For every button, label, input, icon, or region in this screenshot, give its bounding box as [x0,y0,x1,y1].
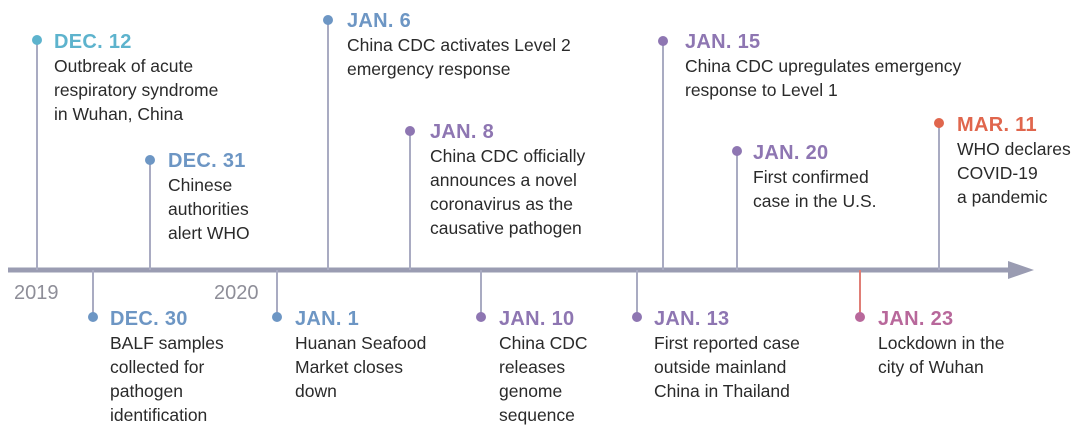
year-label-2019: 2019 [14,282,59,304]
event-dec-30: DEC. 30 BALF samples collected for patho… [110,307,224,427]
event-jan-1: JAN. 1 Huanan Seafood Market closes down [295,307,426,403]
event-date: MAR. 11 [957,114,1037,136]
event-dec-31: DEC. 31 Chinese authorities alert WHO [168,149,250,245]
event-text: Market closes [295,357,403,377]
event-text: COVID-19 [957,163,1038,183]
event-jan-6: JAN. 6 China CDC activates Level 2 emerg… [347,9,571,81]
event-dot [323,15,333,25]
event-dot [476,312,486,322]
event-jan-10: JAN. 10 China CDC releases genome sequen… [499,307,588,427]
event-text: respiratory syndrome [54,80,219,100]
event-text: causative pathogen [430,218,582,238]
event-dec-12: DEC. 12 Outbreak of acute respiratory sy… [54,30,218,126]
event-date: DEC. 31 [168,150,246,172]
event-dot [934,118,944,128]
event-date: DEC. 30 [110,308,188,330]
year-label-2020: 2020 [214,282,259,304]
event-text: a pandemic [957,187,1048,207]
event-text: BALF samples [110,333,224,353]
event-text: response to Level 1 [685,80,838,100]
event-text: emergency response [347,59,511,79]
event-date: JAN. 20 [753,142,829,164]
event-text: China CDC activates Level 2 [347,35,571,55]
event-text: city of Wuhan [878,357,984,377]
event-dot [732,146,742,156]
event-text: pathogen [110,381,183,401]
event-text: Chinese [168,175,233,195]
event-date: JAN. 13 [654,308,730,330]
event-mar-11: MAR. 11 WHO declares COVID-19 a pandemic [957,113,1071,209]
event-jan-13: JAN. 13 First reported case outside main… [654,307,800,403]
event-text: genome [499,381,563,401]
event-text: identification [110,405,208,425]
event-text: collected for [110,357,205,377]
event-text: coronavirus as the [430,194,573,214]
event-dot [658,36,668,46]
event-dot [88,312,98,322]
event-dot [145,155,155,165]
event-text: sequence [499,405,575,425]
event-date: JAN. 1 [295,308,360,330]
event-dot [632,312,642,322]
event-text: China in Thailand [654,381,790,401]
event-text: releases [499,357,566,377]
event-date: JAN. 8 [430,121,495,143]
event-date: JAN. 15 [685,31,761,53]
event-text: Lockdown in the [878,333,1005,353]
timeline-arrowhead [1008,261,1034,279]
event-text: China CDC upregulates emergency [685,56,962,76]
event-text: WHO declares [957,139,1071,159]
event-dot [405,126,415,136]
event-jan-23: JAN. 23 Lockdown in the city of Wuhan [878,307,1004,379]
event-date: DEC. 12 [54,31,132,53]
event-text: case in the U.S. [753,191,877,211]
event-jan-20: JAN. 20 First confirmed case in the U.S. [753,141,877,213]
event-text: alert WHO [168,223,250,243]
event-dot [272,312,282,322]
event-text: announces a novel [430,170,577,190]
event-jan-15: JAN. 15 China CDC upregulates emergency … [685,30,961,102]
event-text: First reported case [654,333,800,353]
event-dot [32,35,42,45]
event-text: outside mainland [654,357,787,377]
event-date: JAN. 23 [878,308,954,330]
event-jan-8: JAN. 8 China CDC officially announces a … [430,120,585,240]
event-text: First confirmed [753,167,869,187]
event-stems [32,15,944,322]
event-text: authorities [168,199,249,219]
event-text: Outbreak of acute [54,56,194,76]
event-text: Huanan Seafood [295,333,427,353]
event-dot [855,312,865,322]
event-text: China CDC officially [430,146,586,166]
event-date: JAN. 10 [499,308,575,330]
event-text: in Wuhan, China [54,104,184,124]
event-text: down [295,381,337,401]
event-text: China CDC [499,333,588,353]
event-date: JAN. 6 [347,10,412,32]
